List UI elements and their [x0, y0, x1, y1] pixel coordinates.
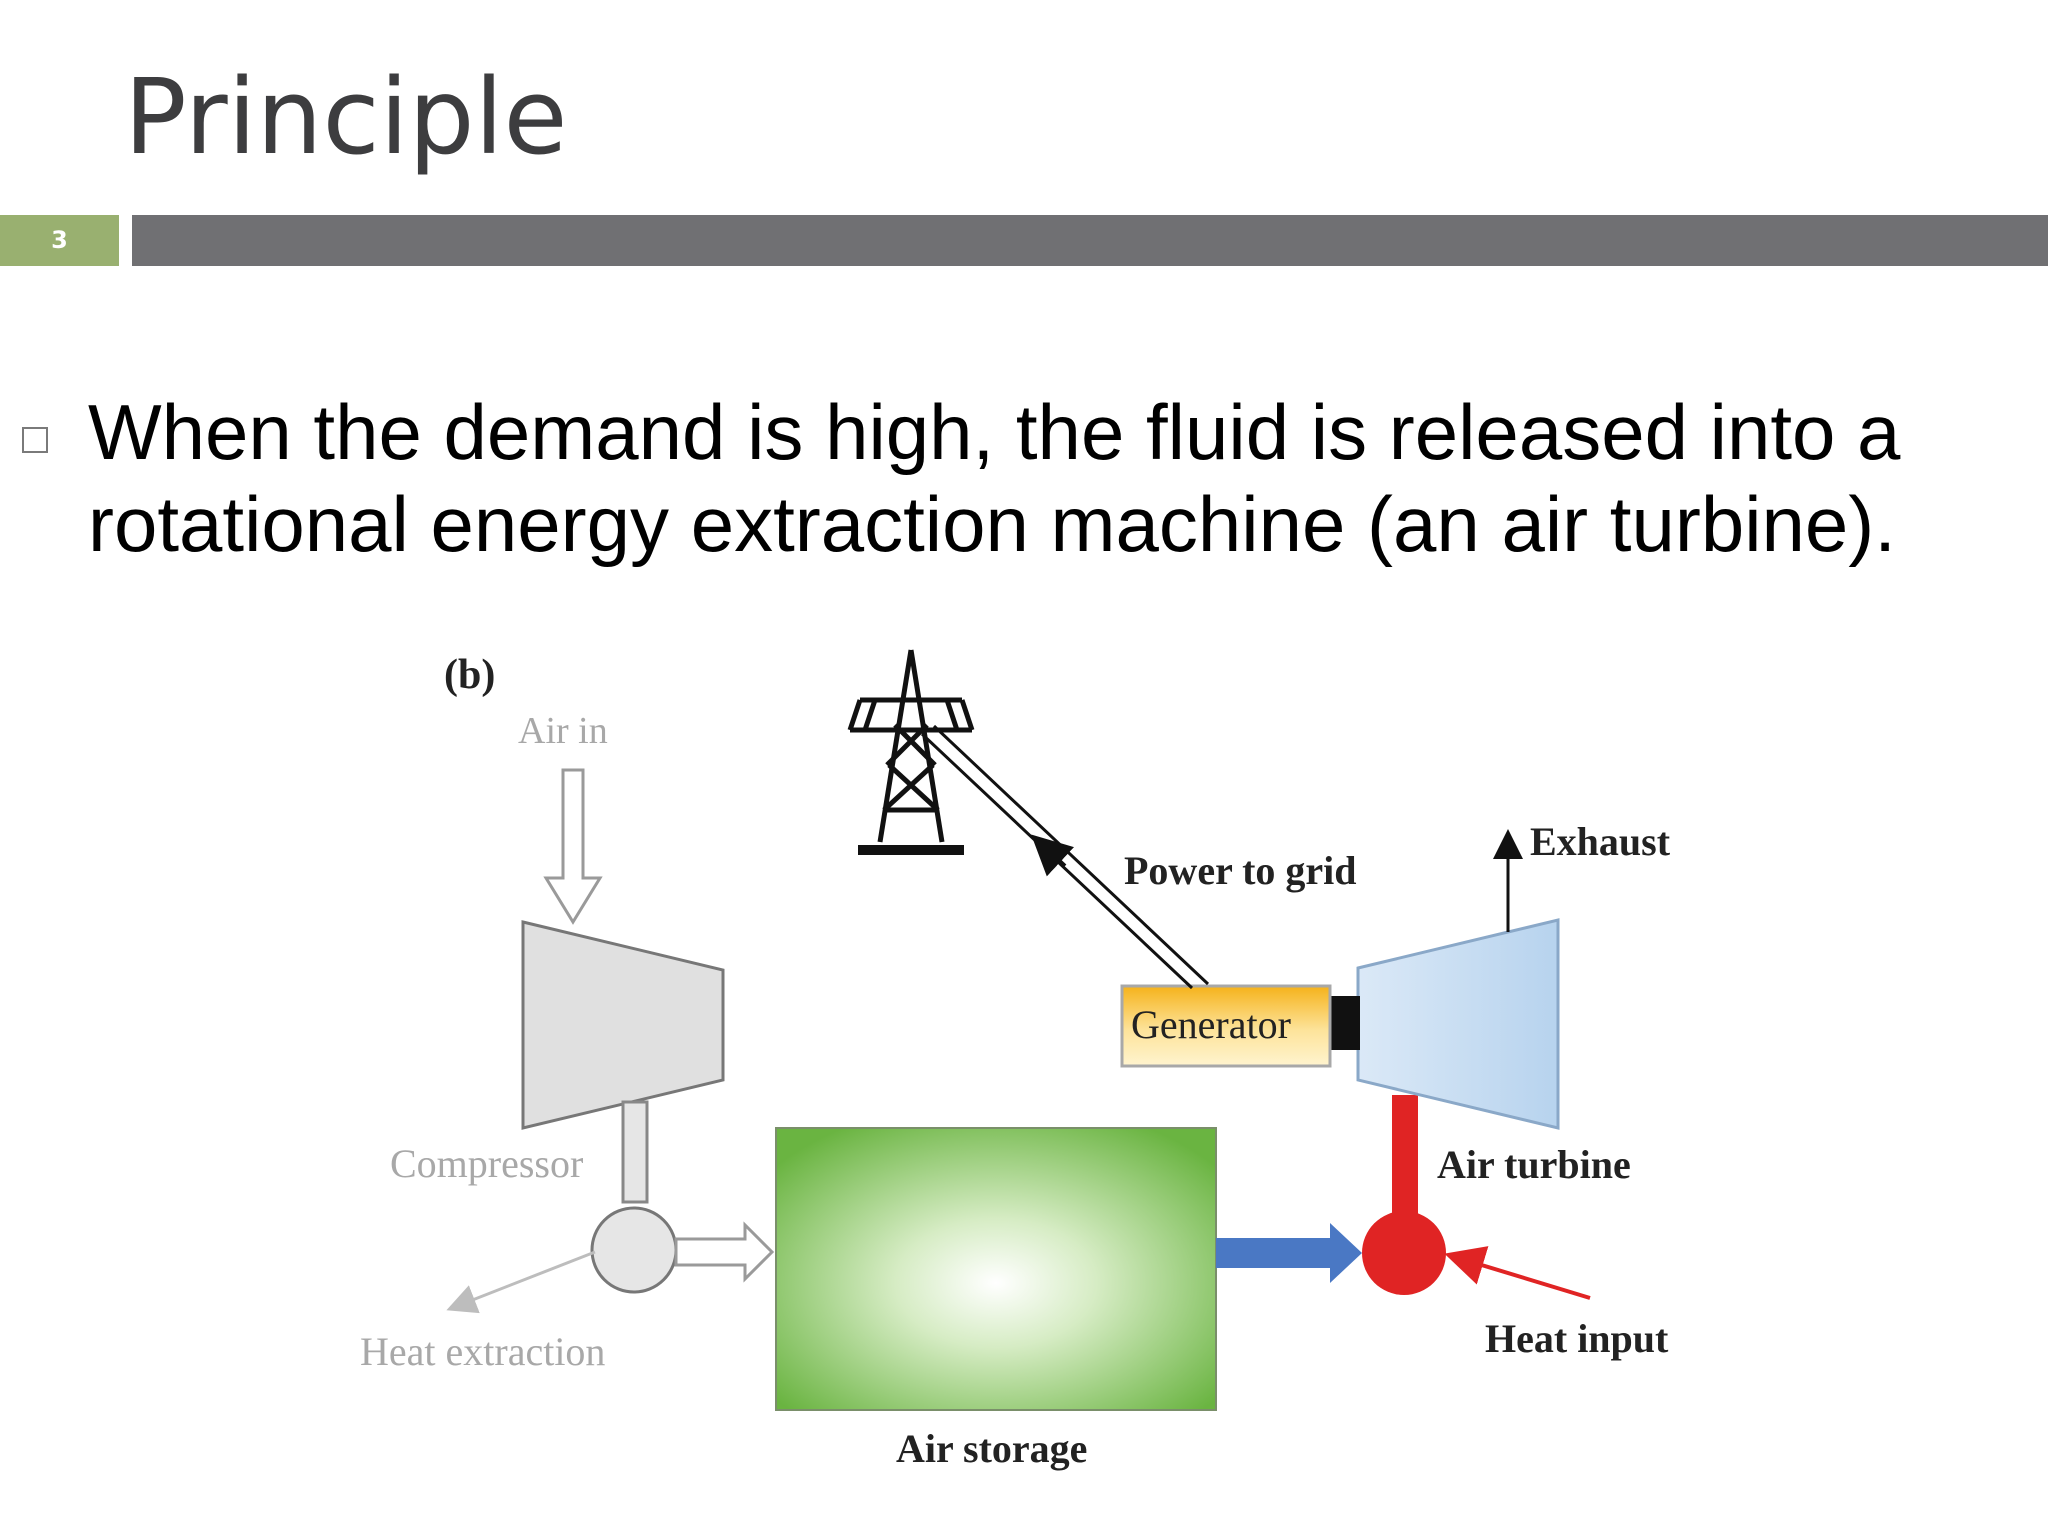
header-divider-bar — [132, 215, 2048, 266]
label-air-storage: Air storage — [896, 1426, 1087, 1471]
air-storage-tank — [775, 1127, 1217, 1411]
generator — [1120, 984, 1332, 1068]
compressor — [521, 920, 725, 1130]
hot-air-riser — [1392, 1095, 1418, 1215]
stored-air-arrow — [1216, 1223, 1362, 1283]
power-flow-arrow — [1031, 834, 1075, 877]
caes-diagram: (b) Air in Compressor Heat extraction Ai… — [340, 640, 1720, 1500]
heater — [1362, 1211, 1446, 1295]
heat-extraction-arrow — [446, 1250, 596, 1314]
label-heat-input: Heat input — [1485, 1316, 1669, 1361]
label-heat-extraction: Heat extraction — [360, 1329, 605, 1374]
label-compressor: Compressor — [390, 1141, 583, 1186]
transmission-tower-icon — [847, 649, 975, 855]
slide-title: Principle — [124, 56, 568, 178]
label-generator: Generator — [1131, 1002, 1291, 1047]
air-in-arrow — [543, 768, 603, 925]
heat-input-arrow — [1444, 1246, 1591, 1300]
label-air-turbine: Air turbine — [1437, 1142, 1631, 1187]
label-air-in: Air in — [518, 710, 608, 752]
slide-number: 3 — [0, 215, 119, 266]
shaft-coupling — [1330, 996, 1360, 1050]
label-power-to-grid: Power to grid — [1124, 848, 1357, 893]
heat-exchanger-cooler — [590, 1206, 678, 1294]
compressed-air-arrow — [674, 1221, 775, 1283]
panel-label: (b) — [444, 652, 495, 698]
compressor-shaft — [621, 1100, 649, 1204]
air-turbine — [1356, 918, 1560, 1130]
bullet-text: When the demand is high, the fluid is re… — [88, 388, 1901, 568]
label-exhaust: Exhaust — [1530, 819, 1671, 864]
bullet-square-icon — [22, 427, 48, 453]
